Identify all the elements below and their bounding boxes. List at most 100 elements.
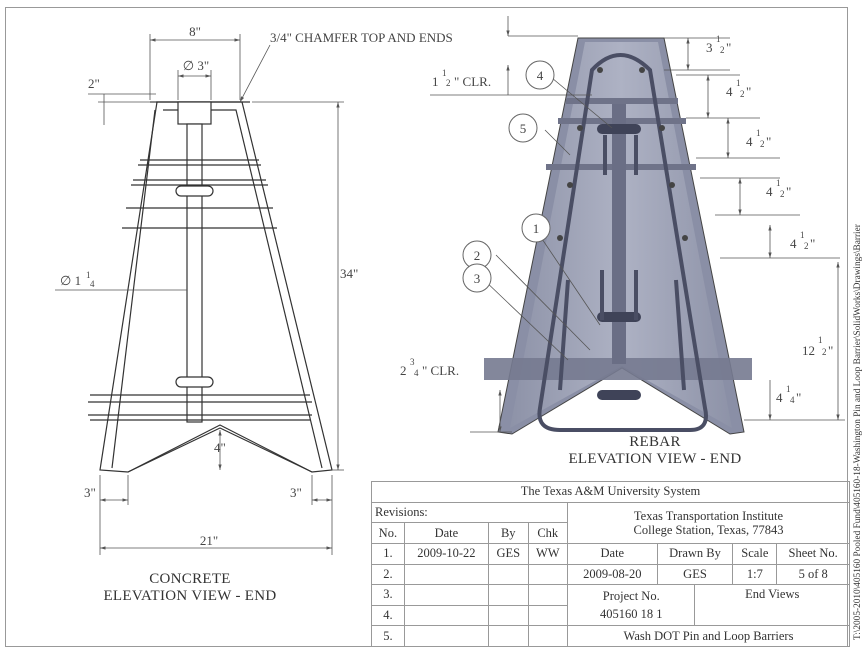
svg-text:": " [810, 236, 815, 251]
spacing-2: 4 1 2 " [726, 78, 751, 99]
svg-text:": " [766, 134, 771, 149]
svg-text:": " [828, 343, 833, 358]
spacing-4: 4 1 2 " [766, 178, 791, 199]
svg-text:1: 1 [736, 78, 741, 88]
rev-2-by [488, 563, 529, 586]
svg-text:": " [726, 40, 731, 55]
rev-1-chk: WW [527, 542, 568, 565]
svg-text:4: 4 [766, 184, 773, 199]
dim-height: 34" [340, 266, 358, 281]
info-header-scale: Scale [732, 542, 778, 565]
svg-text:4: 4 [790, 236, 797, 251]
info-header-sheet: Sheet No. [776, 542, 850, 565]
rebar-elevation-drawing [484, 37, 752, 435]
clr-bottom: 2 [400, 363, 407, 378]
project-no: 405160 18 1 [599, 607, 663, 622]
rev-4-chk [527, 604, 568, 627]
institute-cell: Texas Transportation Institute College S… [566, 501, 851, 544]
dim-hole-dia: ∅ 3" [183, 58, 209, 73]
dim-right-foot: 3" [290, 485, 302, 500]
concrete-dimension-labels: 8" ∅ 3" 3/4" CHAMFER TOP AND ENDS 2" ∅ 1… [60, 24, 453, 548]
svg-text:1: 1 [442, 68, 447, 78]
concrete-elevation-drawing [88, 101, 333, 473]
rev-2-chk [527, 563, 568, 586]
project-cell: Project No. 405160 18 1 [566, 584, 696, 627]
callout-4 [525, 60, 555, 90]
svg-text:4: 4 [726, 84, 733, 99]
info-sheet-no: 5 of 8 [776, 563, 850, 586]
dim-pin-dia: ∅ 1 [60, 273, 81, 288]
svg-text:4: 4 [790, 395, 795, 405]
rev-4-no: 4. [371, 604, 405, 627]
svg-text:1: 1 [776, 178, 781, 188]
rev-header-by: By [488, 522, 529, 544]
rev-5-date [403, 625, 490, 647]
svg-text:5: 5 [520, 121, 527, 136]
concrete-title-line1: CONCRETE [149, 571, 231, 587]
svg-text:3: 3 [706, 40, 713, 55]
svg-text:": " [796, 390, 801, 405]
info-header-date: Date [566, 542, 658, 565]
rev-header-chk: Chk [527, 522, 568, 544]
rev-1-no: 1. [371, 542, 405, 565]
svg-text:2: 2 [720, 45, 725, 55]
organization: The Texas A&M University System [371, 481, 850, 503]
concrete-view-title: CONCRETE ELEVATION VIEW - END [30, 571, 350, 605]
svg-text:12: 12 [802, 343, 815, 358]
rev-5-chk [527, 625, 568, 647]
svg-text:1: 1 [800, 230, 805, 240]
svg-text:1: 1 [818, 335, 823, 345]
rev-3-chk [527, 584, 568, 606]
rev-5-by [488, 625, 529, 647]
info-header-drawn-by: Drawn By [656, 542, 734, 565]
spacing-5: 4 1 2 " [790, 230, 815, 251]
rev-3-no: 3. [371, 584, 405, 606]
spacing-7: 4 1 4 " [776, 384, 801, 405]
svg-text:3: 3 [474, 271, 481, 286]
rebar-title-line2: ELEVATION VIEW - END [568, 451, 742, 467]
project-title: Wash DOT Pin and Loop Barriers [566, 625, 851, 647]
svg-text:" CLR.: " CLR. [454, 74, 491, 89]
rev-5-no: 5. [371, 625, 405, 647]
svg-text:2: 2 [474, 248, 481, 263]
svg-text:": " [786, 184, 791, 199]
project-label: Project No. [602, 589, 660, 604]
clr-top: 1 [432, 74, 439, 89]
rev-3-date [403, 584, 490, 606]
info-scale: 1:7 [732, 563, 778, 586]
rebar-dimension-labels: 1 1 2 " CLR. 2 3 4 " CLR. 3 1 2 " 4 1 2 … [400, 34, 833, 405]
svg-text:": " [746, 84, 751, 99]
address: College Station, Texas, 77843 [633, 522, 784, 537]
concrete-title-line2: ELEVATION VIEW - END [103, 588, 277, 604]
rev-4-by [488, 604, 529, 627]
dim-pin-dia-den: 4 [90, 279, 95, 289]
dim-left-foot: 3" [84, 485, 96, 500]
rev-header-date: Date [403, 522, 490, 544]
svg-text:2: 2 [822, 347, 827, 357]
dim-notch-height: 4" [214, 440, 226, 455]
svg-text:4: 4 [746, 134, 753, 149]
dim-top-offset: 2" [88, 76, 100, 91]
svg-text:3: 3 [410, 357, 415, 367]
svg-text:1: 1 [786, 384, 791, 394]
svg-text:4: 4 [537, 68, 544, 83]
svg-text:2: 2 [446, 78, 451, 88]
rev-1-date: 2009-10-22 [403, 542, 490, 565]
rebar-title-line1: REBAR [629, 434, 681, 450]
dim-top-width: 8" [189, 24, 201, 39]
title-block: The Texas A&M University System Revision… [371, 481, 851, 647]
spacing-3: 4 1 2 " [746, 128, 771, 149]
dim-base-width: 21" [200, 533, 218, 548]
callout-5 [508, 113, 538, 143]
info-drawn-by: GES [656, 563, 734, 586]
rebar-callout-labels: 4 5 1 2 3 [474, 68, 544, 286]
svg-text:2: 2 [804, 241, 809, 251]
file-path: T:\2005-2010\405160 Pooled Fund\405160-1… [853, 224, 863, 640]
svg-text:2: 2 [780, 189, 785, 199]
svg-text:1: 1 [756, 128, 761, 138]
rev-3-by [488, 584, 529, 606]
rebar-view-title: REBAR ELEVATION VIEW - END [500, 434, 810, 468]
svg-text:1: 1 [716, 34, 721, 44]
